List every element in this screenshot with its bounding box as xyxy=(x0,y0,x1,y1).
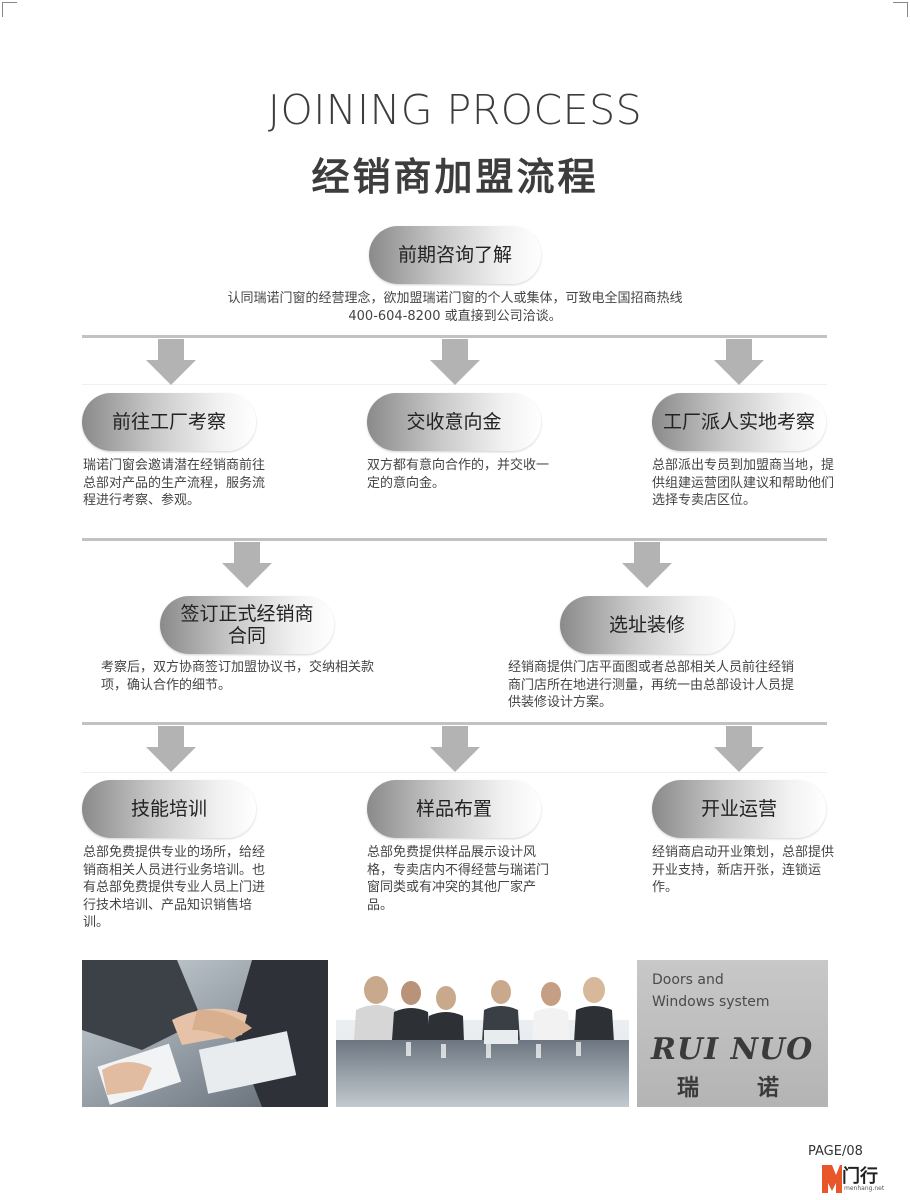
divider-row-1 xyxy=(82,335,827,338)
brand-tagline-2: Windows system xyxy=(652,994,770,1010)
step-consult-title: 前期咨询了解 xyxy=(397,244,512,266)
brand-chinese-char-2: 诺 xyxy=(757,1076,780,1101)
step-site-inspection-title: 工厂派人实地考察 xyxy=(662,411,815,433)
step-visit-factory-title: 前往工厂考察 xyxy=(111,411,226,433)
brand-logo-text: RUI NUO xyxy=(651,1032,814,1067)
divider-row-2 xyxy=(82,538,827,541)
step-samples-desc: 总部免费提供样品展示设计风格，专卖店内不得经营与瑞诺门窗同类或有冲突的其他厂家产… xyxy=(367,845,550,913)
step-deposit-pill: 交收意向金 xyxy=(367,393,541,451)
crop-mark-right xyxy=(893,2,908,17)
step-visit-factory-desc: 瑞诺门窗会邀请潜在经销商前往总部对产品的生产流程，服务流程进行考察、参观。 xyxy=(83,458,266,508)
step-samples-title: 样品布置 xyxy=(415,798,492,820)
brand-chinese-char-1: 瑞 xyxy=(677,1076,700,1101)
down-arrow-icon xyxy=(222,542,272,588)
meeting-photo xyxy=(336,960,629,1107)
menhang-logo-icon xyxy=(822,1165,842,1193)
handshake-photo xyxy=(82,960,328,1107)
down-arrow-icon xyxy=(714,726,764,772)
step-training-pill: 技能培训 xyxy=(82,780,256,838)
footer-logo-en: menhang.net xyxy=(844,1185,885,1192)
step-training-title: 技能培训 xyxy=(130,798,207,820)
step-samples-pill: 样品布置 xyxy=(367,780,541,838)
step-sign-contract-title-line2: 合同 xyxy=(227,625,266,647)
step-opening-title: 开业运营 xyxy=(700,798,777,820)
down-arrow-icon xyxy=(146,339,196,385)
down-arrow-icon xyxy=(430,726,480,772)
brand-panel: Doors and Windows system RUI NUO 瑞 诺 xyxy=(637,960,828,1107)
title-chinese: 经销商加盟流程 xyxy=(311,155,599,199)
brand-tagline-1: Doors and xyxy=(652,972,724,988)
step-opening-pill: 开业运营 xyxy=(652,780,826,838)
step-sign-contract-title-line1: 签订正式经销商 xyxy=(180,603,314,625)
step-decoration-desc: 经销商提供门店平面图或者总部相关人员前往经销商门店所在地进行测量，再统一由总部设… xyxy=(508,660,795,710)
step-deposit-title: 交收意向金 xyxy=(406,411,502,433)
step-consult-pill: 前期咨询了解 xyxy=(369,226,541,284)
step-deposit-desc: 双方都有意向合作的，并交收一定的意向金。 xyxy=(367,458,550,491)
divider-row-3 xyxy=(82,722,827,725)
step-sign-contract-desc: 考察后，双方协商签订加盟协议书，交纳相关款项，确认合作的细节。 xyxy=(101,660,375,693)
title-english: JOINING PROCESS xyxy=(267,86,643,134)
footer-logo-cn: 门行 xyxy=(842,1166,878,1187)
step-opening-desc: 经销商启动开业策划，总部提供开业支持，新店开张，连锁运作。 xyxy=(652,845,835,895)
step-visit-factory-pill: 前往工厂考察 xyxy=(82,393,256,451)
step-decoration-title: 选址装修 xyxy=(608,614,685,636)
step-consult-desc: 认同瑞诺门窗的经营理念，欲加盟瑞诺门窗的个人或集体，可致电全国招商热线 400-… xyxy=(120,290,790,325)
step-training-desc: 总部免费提供专业的场所，给经销商相关人员进行业务培训。也有总部免费提供专业人员上… xyxy=(83,845,266,930)
crop-mark-left xyxy=(2,2,17,17)
step-sign-contract-pill: 签订正式经销商 合同 xyxy=(160,596,334,654)
step-consult-desc-line2: 400-604-8200 或直接到公司洽谈。 xyxy=(348,308,562,324)
step-consult-desc-line1: 认同瑞诺门窗的经营理念，欲加盟瑞诺门窗的个人或集体，可致电全国招商热线 xyxy=(227,291,683,306)
down-arrow-icon xyxy=(714,339,764,385)
down-arrow-icon xyxy=(146,726,196,772)
page-number: PAGE/08 xyxy=(808,1144,863,1159)
divider-row-3-shadow xyxy=(82,772,827,773)
down-arrow-icon xyxy=(622,542,672,588)
step-site-inspection-pill: 工厂派人实地考察 xyxy=(652,393,826,451)
step-decoration-pill: 选址装修 xyxy=(560,596,734,654)
step-site-inspection-desc: 总部派出专员到加盟商当地，提供组建运营团队建议和帮助他们选择专卖店区位。 xyxy=(652,458,835,508)
down-arrow-icon xyxy=(430,339,480,385)
